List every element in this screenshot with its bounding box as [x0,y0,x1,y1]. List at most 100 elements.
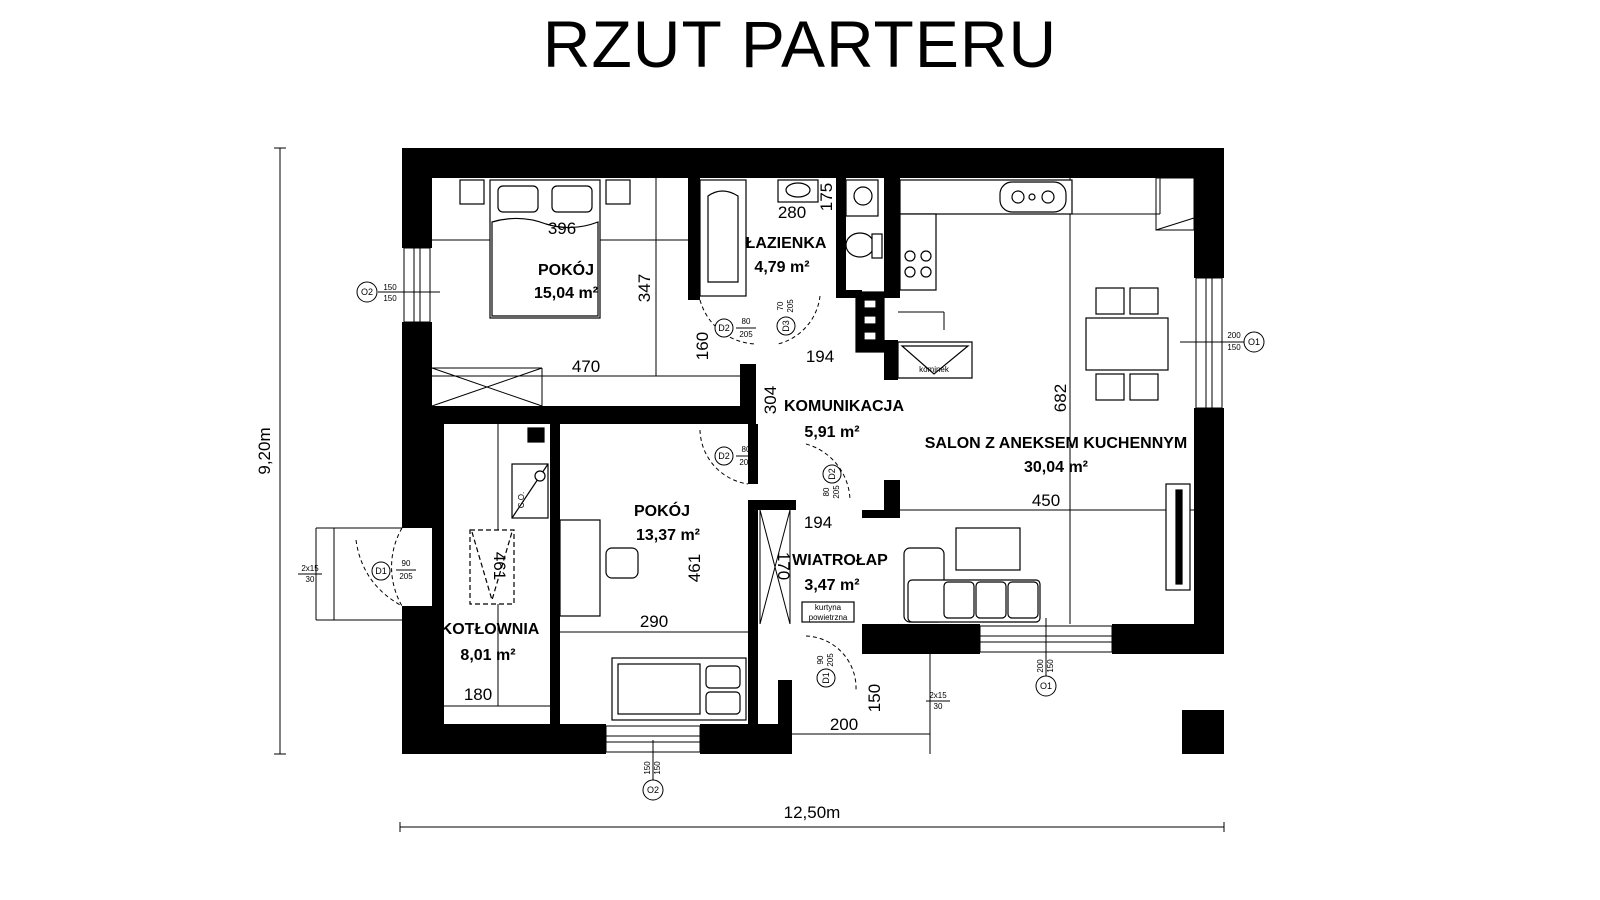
toilet [845,179,883,259]
window-right [1195,277,1223,409]
room-area: 4,79 m² [754,259,809,276]
svg-text:205: 205 [399,572,413,581]
dining-table [1085,287,1169,401]
room-area: 15,04 m² [534,285,598,302]
svg-text:150: 150 [1046,659,1055,673]
door-tag-d2-top: D2 80 205 [714,317,756,339]
dim-180: 180 [464,685,492,704]
inner-lines [315,178,1194,754]
svg-text:80: 80 [822,487,831,496]
dim-200: 200 [830,715,858,734]
door-tag-d3: D3 70 205 [776,299,796,336]
dim-461-pokoj: 461 [685,554,704,582]
dim-450: 450 [1032,491,1060,510]
room-area: 13,37 m² [636,527,700,544]
svg-text:2x15: 2x15 [929,691,947,700]
overall-height-label: 9,20m [255,427,274,474]
bed-top-room [459,179,631,319]
step-label-left: 2x15 30 [298,564,322,584]
svg-text:D2: D2 [718,451,730,461]
room-lazienka: ŁAZIENKA 4,79 m² [746,235,827,276]
window-tag-o1-bottom: O1 200 150 [1035,618,1057,697]
dim-304: 304 [761,386,780,414]
window-tag-o2-left: O2 150 150 [356,281,440,303]
kitchen-counter [899,179,1073,291]
desk-room [559,519,639,617]
air-curtain-label-2: powietrzna [809,613,848,622]
svg-text:30: 30 [934,702,943,711]
fireplace [855,291,973,379]
room-name: POKÓJ [634,501,690,520]
dim-160: 160 [693,332,712,360]
plan-title: RZUT PARTERU [542,7,1058,81]
sofa [903,527,1041,623]
room-area: 5,91 m² [804,424,859,441]
door-tag-d2-vert: D2 80 205 [822,464,842,499]
svg-text:150: 150 [1227,343,1241,352]
window-left-top [403,247,431,323]
dim-461-kotlownia: 461 [490,552,509,580]
closet [1155,177,1195,231]
dim-175: 175 [817,183,836,211]
room-pokoj-top: POKÓJ 15,04 m² [534,260,598,302]
svg-text:30: 30 [306,575,315,584]
room-name: WIATROŁAP [792,552,888,569]
room-salon: SALON Z ANEKSEM KUCHENNYM 30,04 m² [925,435,1188,476]
svg-text:O1: O1 [1248,337,1260,347]
svg-text:D1: D1 [821,672,831,684]
svg-text:150: 150 [383,283,397,292]
room-area: 30,04 m² [1024,459,1088,476]
dim-194-top: 194 [806,347,834,366]
svg-text:150: 150 [653,761,662,775]
boiler [469,427,549,605]
svg-text:80: 80 [742,445,751,454]
exterior-walls [402,148,1224,754]
room-komunikacja: KOMUNIKACJA 5,91 m² [784,398,904,441]
svg-text:O2: O2 [647,785,659,795]
air-curtain [801,601,855,623]
dim-194-bottom: 194 [804,513,832,532]
room-area: 8,01 m² [460,647,515,664]
room-pokoj-bottom: POKÓJ 13,37 m² [634,501,700,544]
tv-cabinet [1165,483,1191,591]
overall-width-dimension: 12,50m [399,803,1225,832]
door-tag-d1-bottom: D1 90 205 [816,653,836,688]
door-tag-d1-left: D1 90 205 [371,559,416,581]
dim-396: 396 [548,219,576,238]
svg-text:2x15: 2x15 [301,564,319,573]
door-arcs [355,295,857,691]
svg-text:70: 70 [776,301,785,310]
svg-text:90: 90 [402,559,411,568]
boiler-label: C.O. [517,492,526,508]
svg-text:80: 80 [742,317,751,326]
dim-150: 150 [865,684,884,712]
svg-text:205: 205 [826,653,835,667]
room-kotlownia: KOTŁOWNIA 8,01 m² [441,621,540,664]
overall-height-dimension: 9,20m [255,147,286,755]
bed-bottom-room [611,657,747,721]
svg-text:205: 205 [739,330,753,339]
svg-text:150: 150 [383,294,397,303]
svg-text:D3: D3 [781,320,791,332]
overall-width-label: 12,50m [784,803,841,822]
dim-347: 347 [635,274,654,302]
svg-text:O2: O2 [361,287,373,297]
interior-dimensions: 396 347 470 160 280 175 194 304 682 450 … [464,183,1070,734]
room-name: SALON Z ANEKSEM KUCHENNYM [925,435,1188,452]
svg-text:D2: D2 [718,323,730,333]
svg-text:205: 205 [739,458,753,467]
step-label-right: 2x15 30 [926,691,950,711]
svg-text:205: 205 [786,299,795,313]
dim-470: 470 [572,357,600,376]
room-name: ŁAZIENKA [746,235,827,252]
room-name: POKÓJ [538,260,594,279]
svg-text:200: 200 [1227,331,1241,340]
room-name: KOTŁOWNIA [441,621,540,638]
bathtub [699,179,747,297]
svg-text:D1: D1 [375,566,387,576]
fireplace-label: kominek [919,365,950,374]
dim-170: 170 [774,552,793,580]
window-tag-o2-bottom: O2 150 150 [642,740,664,801]
svg-text:O1: O1 [1040,681,1052,691]
room-name: KOMUNIKACJA [784,398,904,415]
